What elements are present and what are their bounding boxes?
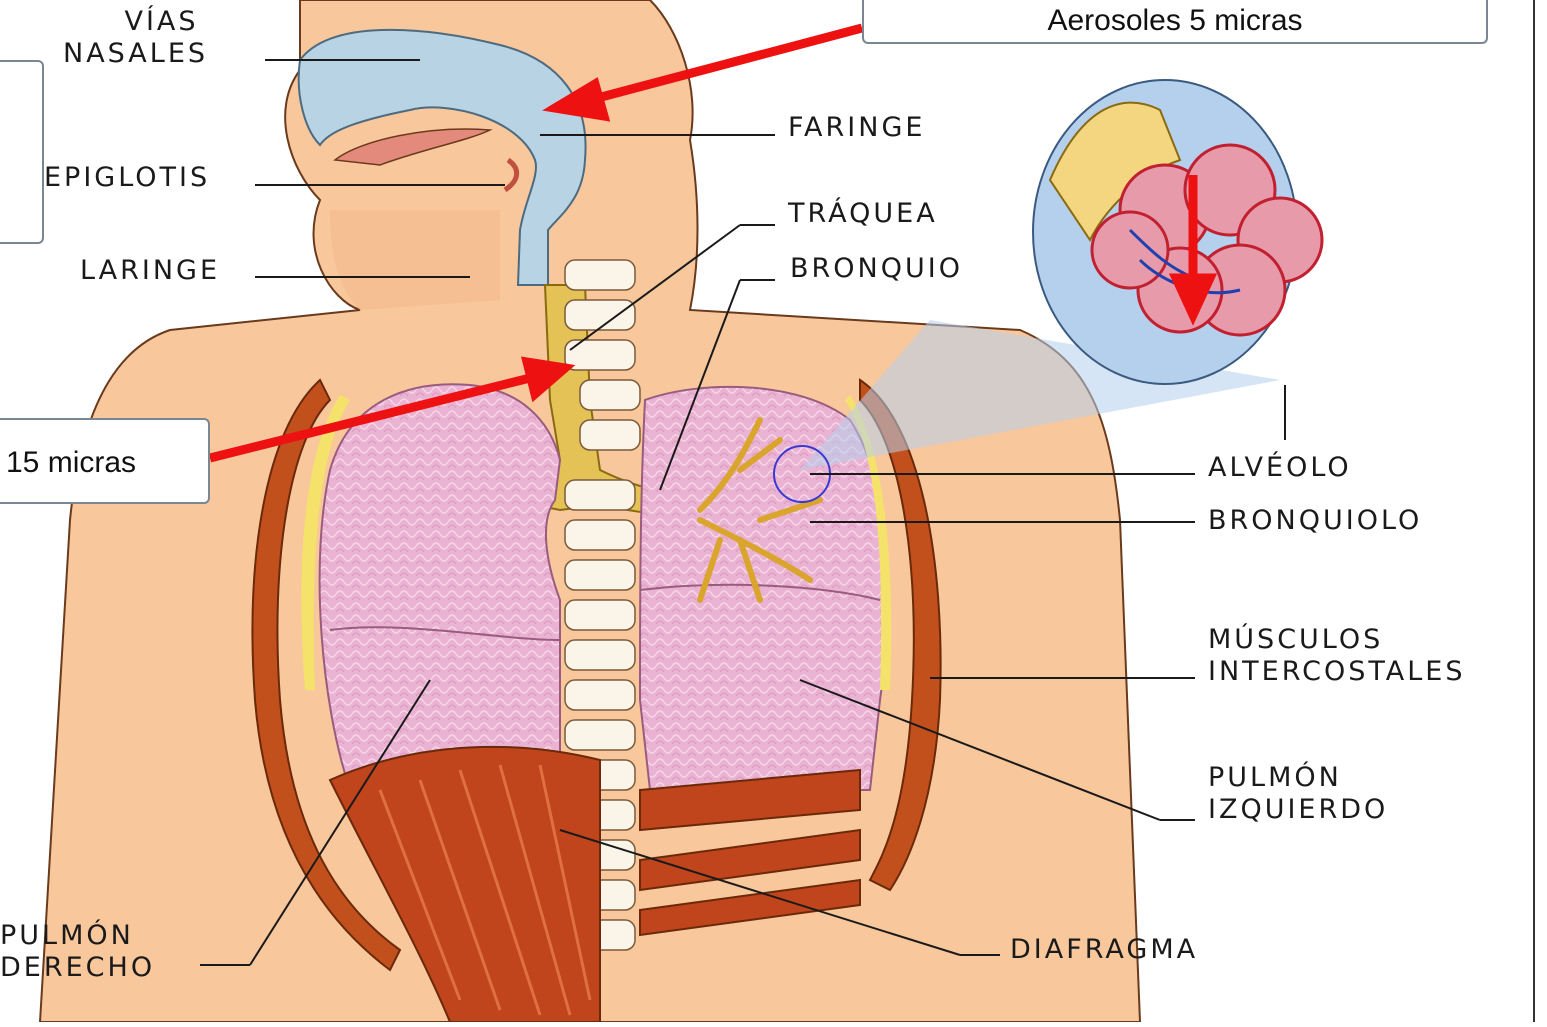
callout-aerosoles-5-micras: Aerosoles 5 micras — [862, 0, 1488, 44]
label-pulmon-derecho: PULMÓN DERECHO — [0, 920, 155, 984]
label-nasales-line2: NASALES — [63, 38, 208, 70]
label-pulmon-izq-line1: PULMÓN — [1208, 762, 1388, 794]
label-intercostales-line2: INTERCOSTALES — [1208, 656, 1465, 688]
label-vias-line1: VÍAS — [115, 6, 208, 38]
callout-15-micras: 15 micras — [0, 418, 210, 504]
label-pulmon-der-line1: PULMÓN — [0, 920, 155, 952]
callout-empty-box — [0, 60, 44, 244]
label-vias-nasales: VÍAS NASALES — [115, 6, 208, 70]
label-alveolo: ALVÉOLO — [1208, 452, 1352, 484]
label-musculos-line1: MÚSCULOS — [1208, 624, 1465, 656]
label-bronquio: BRONQUIO — [790, 253, 963, 285]
label-musculos-intercostales: MÚSCULOS INTERCOSTALES — [1208, 624, 1465, 688]
label-derecho-line2: DERECHO — [0, 952, 155, 984]
label-diafragma: DIAFRAGMA — [1010, 934, 1198, 966]
label-izquierdo-line2: IZQUIERDO — [1208, 794, 1388, 826]
label-bronquiolo: BRONQUIOLO — [1208, 505, 1422, 537]
neck-shadow — [330, 210, 500, 310]
slide-frame-border — [1533, 0, 1535, 1022]
label-pulmon-izquierdo: PULMÓN IZQUIERDO — [1208, 762, 1388, 826]
right-lung — [320, 384, 560, 790]
label-faringe: FARINGE — [788, 112, 925, 144]
label-laringe: LARINGE — [80, 255, 220, 287]
label-epiglotis: EPIGLOTIS — [44, 162, 210, 194]
label-traquea: TRÁQUEA — [788, 198, 938, 230]
